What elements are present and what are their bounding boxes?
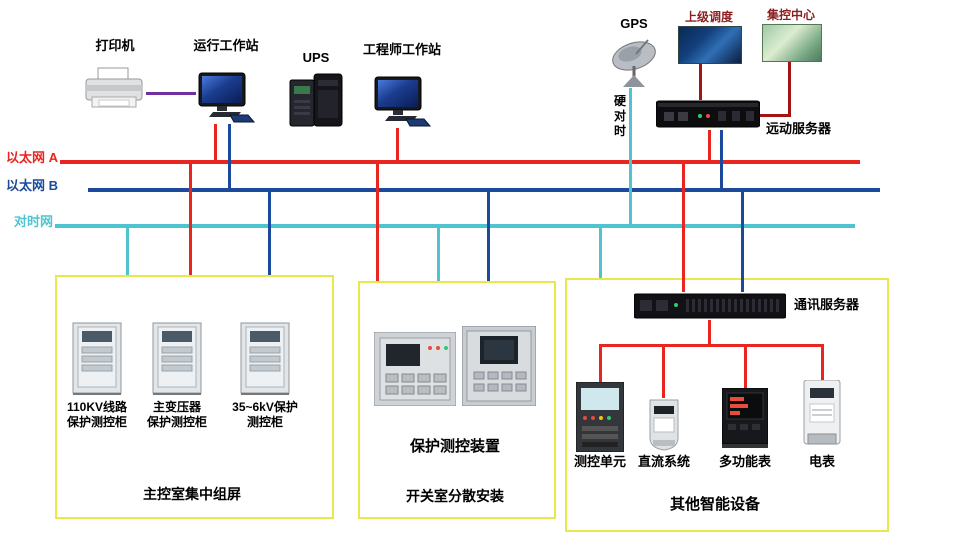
dc-system-icon (649, 399, 679, 451)
middle-group-time-sync-drop (437, 226, 440, 281)
uplink-superior-dispatch-line (699, 62, 702, 100)
ups-label: UPS (302, 50, 330, 65)
protection-device-b-icon (462, 326, 536, 406)
rtu-server-ethernet-a-link (708, 130, 711, 162)
mcu-icon (576, 382, 624, 452)
ethernet-b-label: 以太网 B (6, 178, 59, 193)
cabinet-35-6kv-icon (240, 322, 290, 395)
cabinet-110kv-label-line1: 110KV线路 (66, 400, 128, 414)
left-group-time-sync-drop (126, 226, 129, 275)
gps-label: GPS (620, 16, 648, 31)
left-group-caption: 主控室集中组屏 (143, 486, 241, 502)
middle-group-ethernet-b-drop (487, 190, 490, 281)
multifunction-meter-icon (722, 388, 768, 448)
uplink-control-center-line (788, 60, 791, 116)
dc-system-drop (662, 344, 665, 398)
control-center-photo (762, 24, 822, 62)
middle-group-ethernet-a-drop (376, 162, 379, 281)
printer-icon (85, 67, 143, 108)
right-group-ethernet-a-drop (682, 162, 685, 292)
energy-meter-label: 电表 (808, 454, 835, 469)
operator-ws-ethernet-b-link (228, 124, 231, 190)
cabinet-110kv-label-line2: 保护测控柜 (66, 415, 127, 429)
cabinet-110kv-label: 110KV线路 保护测控柜 (55, 400, 139, 430)
mcu-drop (599, 344, 602, 382)
right-group-ethernet-b-drop (741, 190, 744, 292)
right-group-caption: 其他智能设备 (669, 496, 760, 513)
time-sync-bus-line (55, 224, 855, 228)
rtu-server-label: 远动服务器 (766, 121, 832, 136)
middle-group-caption: 开关室分散安装 (406, 488, 504, 504)
dc-system-label: 直流系统 (637, 454, 690, 469)
cabinet-110kv-icon (72, 322, 122, 395)
right-group-time-sync-drop (599, 226, 602, 278)
gps-time-sync-link (629, 88, 632, 226)
engineer-workstation-icon (374, 76, 432, 127)
left-group-ethernet-b-drop (268, 190, 271, 275)
multifunction-meter-label: 多功能表 (718, 454, 771, 469)
engineer-ws-label: 工程师工作站 (362, 42, 441, 57)
middle-device-label: 保护测控装置 (409, 438, 500, 455)
rtu-server-ethernet-b-link (720, 130, 723, 190)
ups-icon (289, 73, 343, 127)
hard-time-sync-label: 硬对时 (613, 94, 626, 138)
multifunction-meter-drop (744, 344, 747, 388)
time-sync-label: 对时网 (14, 214, 54, 229)
operator-workstation-icon (198, 72, 256, 123)
cabinet-transformer-label: 主变压器 保护测控柜 (135, 400, 219, 430)
printer-cable (146, 92, 196, 95)
cabinet-transformer-label-line1: 主变压器 (152, 400, 201, 414)
comm-server-label: 通讯服务器 (794, 297, 860, 312)
operator-ws-ethernet-a-link (214, 124, 217, 162)
cabinet-35-6kv-label-line1: 35~6kV保护 (232, 400, 298, 414)
cabinet-35-6kv-label-line2: 测控柜 (246, 415, 283, 429)
group-switch-room (358, 281, 556, 519)
group-other-smart-devices (565, 278, 889, 532)
cabinet-35-6kv-label: 35~6kV保护 测控柜 (223, 400, 307, 430)
superior-dispatch-label: 上级调度 (684, 10, 733, 24)
cabinet-transformer-label-line2: 保护测控柜 (146, 415, 207, 429)
gps-dish-icon (612, 39, 656, 87)
ethernet-b-bus-line (88, 188, 880, 192)
operator-ws-label: 运行工作站 (193, 38, 259, 53)
cabinet-transformer-icon (152, 322, 202, 395)
device-distribution-bus (599, 344, 824, 347)
ethernet-a-label: 以太网 A (6, 150, 59, 165)
control-center-label: 集控中心 (766, 8, 815, 22)
mcu-label: 测控单元 (573, 454, 626, 469)
group-main-control-room (55, 275, 334, 519)
printer-label: 打印机 (95, 38, 135, 53)
rtu-server-icon (656, 100, 760, 128)
uplink-control-center-line-h (754, 114, 791, 117)
engineer-ws-ethernet-a-link (396, 128, 399, 162)
protection-device-a-icon (374, 332, 456, 406)
ethernet-a-bus-line (60, 160, 860, 164)
energy-meter-drop (821, 344, 824, 380)
left-group-ethernet-a-drop (189, 162, 192, 275)
energy-meter-icon (803, 380, 841, 445)
comm-server-icon (634, 293, 786, 319)
superior-dispatch-photo (678, 26, 742, 64)
comm-server-downlink (708, 320, 711, 346)
